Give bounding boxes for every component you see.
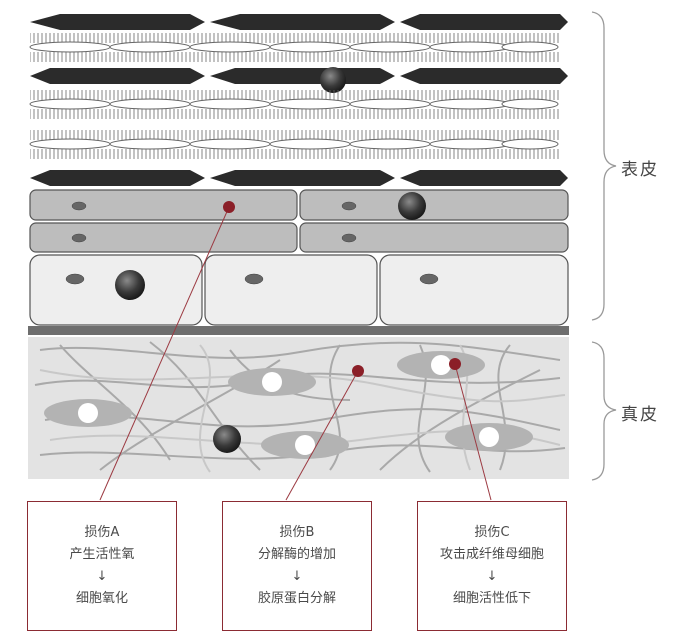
lipid-layer-1: [29, 33, 560, 62]
dermis-bracket: [591, 341, 617, 481]
pigment-granule-granular: [398, 192, 426, 220]
epidermis-bracket: [591, 11, 617, 321]
corneocyte-row-1: [30, 14, 568, 30]
damage-b-effect: 胶原蛋白分解: [257, 591, 336, 606]
basement-membrane: [28, 326, 569, 335]
damage-a-box: 损伤A 产生活性氧 ↓ 细胞氧化: [27, 501, 177, 631]
cell-nuclei: [65, 201, 439, 285]
damage-markers: [223, 201, 461, 377]
corneocyte-row-3: [30, 170, 568, 186]
lipid-layer-2: [29, 90, 560, 159]
basal-cell: [204, 254, 378, 326]
dermis-label: 真皮: [621, 405, 659, 425]
damage-pointers: [99, 206, 492, 501]
damage-c-marker: [449, 358, 461, 370]
damage-c-cause: 攻击成纤维母细胞: [439, 547, 544, 562]
damage-c-effect: 细胞活性低下: [452, 591, 531, 606]
damage-b-box: 损伤B 分解酶的增加 ↓ 胶原蛋白分解: [222, 501, 372, 631]
damage-a-title: 损伤A: [84, 525, 120, 540]
spinous-cell: [29, 222, 298, 253]
damage-b-cause: 分解酶的增加: [257, 547, 336, 562]
damage-b-marker: [352, 365, 364, 377]
spinous-cell: [299, 222, 569, 253]
dermis: [28, 337, 569, 479]
damage-a-marker: [223, 201, 235, 213]
stratum-corneum: [29, 14, 568, 186]
fibroblasts: [44, 351, 533, 459]
corneocyte-row-2: [30, 68, 568, 84]
granular-cell: [299, 189, 569, 221]
pigment-granule-dermis: [213, 425, 241, 453]
epidermis-label: 表皮: [621, 160, 659, 180]
pigment-granule-basal: [115, 270, 145, 300]
damage-a-effect: 细胞氧化: [75, 591, 128, 606]
damage-b-arrow: ↓: [291, 569, 303, 584]
basal-cell: [379, 254, 569, 326]
damage-a-arrow: ↓: [96, 569, 108, 584]
epidermal-cells: [29, 189, 569, 326]
damage-b-title: 损伤B: [279, 525, 315, 540]
damage-c-arrow: ↓: [486, 569, 498, 584]
damage-c-box: 损伤C 攻击成纤维母细胞 ↓ 细胞活性低下: [417, 501, 567, 631]
pigment-granule-corneum: [320, 67, 346, 93]
damage-c-title: 损伤C: [474, 525, 510, 540]
damage-a-cause: 产生活性氧: [69, 547, 135, 562]
granular-cell: [29, 189, 298, 221]
